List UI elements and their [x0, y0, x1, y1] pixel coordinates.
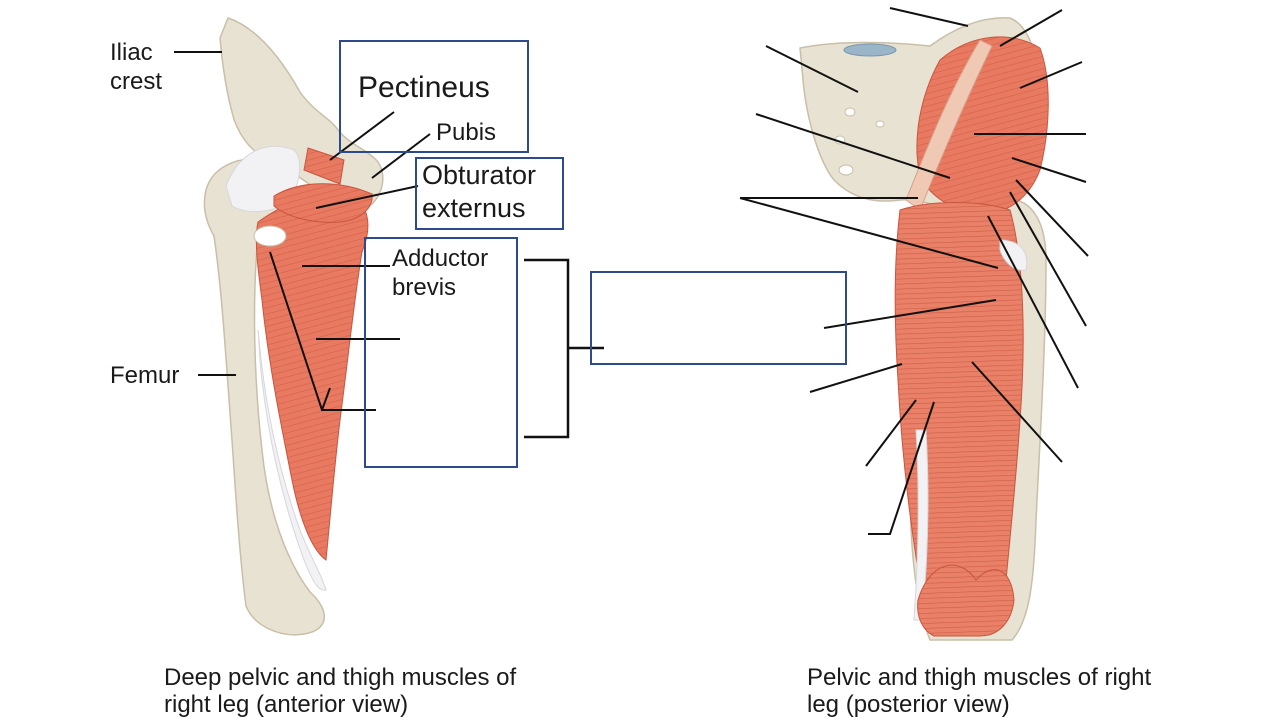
anterior-leader-lines	[174, 51, 431, 411]
deep-gluteal-muscles	[916, 36, 1049, 215]
leader-pubis	[371, 133, 431, 179]
label-obturator-externus: Obturator externus	[422, 160, 537, 223]
posterior-leader-lines	[739, 7, 1089, 535]
leader-p2	[999, 9, 1063, 47]
obturator-externus-muscle	[273, 183, 373, 223]
obturator-externus-label-box	[415, 157, 564, 230]
posterior-view-illustration	[799, 17, 1049, 641]
gastrocnemius-tops	[917, 564, 1015, 637]
leader-p14	[865, 399, 917, 467]
obturator-foramen	[253, 225, 287, 247]
leader-p9	[1015, 179, 1089, 257]
leader-p8b	[739, 197, 999, 269]
leader-p6	[755, 113, 951, 179]
label-iliac-crest: Iliac crest	[110, 39, 163, 95]
label-femur: Femur	[110, 362, 180, 389]
caption-posterior-view: Pelvic and thigh muscles of right leg (p…	[807, 664, 1152, 718]
leader-p16	[868, 401, 935, 535]
leader-p10	[1009, 191, 1087, 327]
label-pubis: Pubis	[436, 119, 497, 146]
leader-p11	[823, 299, 997, 329]
adductor-group-label-box	[364, 237, 518, 468]
adductor-tendon	[257, 329, 327, 591]
leader-p3	[765, 45, 859, 93]
sacral-disc	[843, 43, 897, 57]
caption-anterior-view: Deep pelvic and thigh muscles of right l…	[164, 664, 517, 718]
leader-p15	[971, 361, 1063, 463]
posterior-tendon-right	[999, 239, 1028, 271]
pectineus-label-box	[339, 40, 529, 153]
leader-p13	[809, 363, 903, 393]
leader-p4	[1019, 61, 1083, 89]
leader-p1	[889, 7, 969, 27]
gluteal-band	[905, 39, 993, 211]
leader-unlabeled-3	[321, 387, 331, 411]
label-pectineus: Pectineus	[358, 71, 490, 104]
sacral-foramina	[834, 107, 885, 176]
leader-p12	[987, 215, 1079, 389]
bracket	[524, 258, 604, 439]
answer-box[interactable]	[590, 271, 847, 365]
leader-obturator	[315, 185, 419, 209]
label-adductor-brevis: Adductor brevis	[392, 245, 489, 301]
leader-p7	[1011, 157, 1087, 183]
